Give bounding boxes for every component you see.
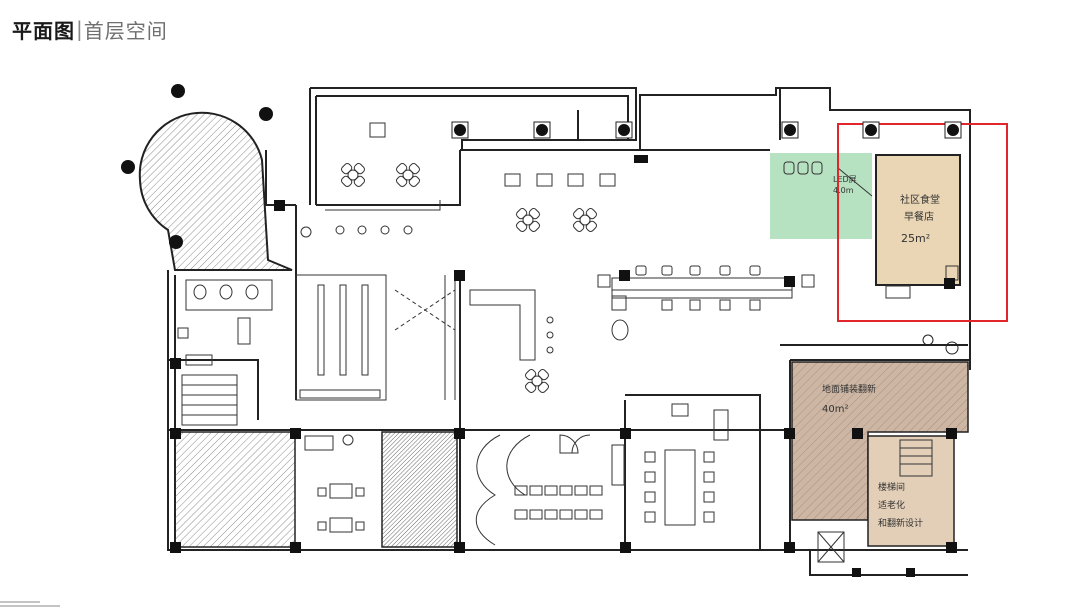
column-icon bbox=[784, 542, 795, 553]
hatched-room-sw bbox=[174, 431, 296, 548]
column-icon bbox=[169, 235, 183, 249]
led-screen-width: 4.0m bbox=[833, 186, 854, 195]
canteen-name: 社区食堂 bbox=[900, 193, 940, 206]
storage-shelves bbox=[295, 274, 387, 401]
structural-columns bbox=[170, 200, 957, 577]
canteen-fill bbox=[875, 154, 961, 286]
toilet-icon bbox=[219, 284, 233, 300]
column-icon bbox=[852, 568, 861, 577]
led-screen-label: LED屏 bbox=[833, 175, 857, 184]
footer-mark bbox=[0, 601, 60, 607]
canteen-zone: 社区食堂 早餐店 25m² bbox=[875, 154, 961, 299]
column-icon bbox=[944, 278, 955, 289]
central-stair bbox=[394, 275, 554, 400]
stair-note2: 和翻新设计 bbox=[878, 517, 923, 529]
column-icon bbox=[274, 200, 285, 211]
column-icon bbox=[259, 107, 273, 121]
canteen-subname: 早餐店 bbox=[904, 210, 934, 223]
stair-zone: 楼梯间 适老化 和翻新设计 bbox=[867, 435, 955, 547]
column-icon bbox=[454, 428, 465, 439]
column-icon bbox=[170, 542, 181, 553]
column-icon bbox=[454, 270, 465, 281]
column-icon bbox=[620, 428, 631, 439]
led-screen-zone: LED屏 4.0m bbox=[770, 153, 873, 239]
canteen-area: 25m² bbox=[901, 232, 930, 245]
column-icon bbox=[170, 358, 181, 369]
column-icon bbox=[906, 568, 915, 577]
column-icon bbox=[784, 276, 795, 287]
elevator bbox=[817, 531, 845, 563]
flooring-label: 地面铺装翻新 bbox=[822, 383, 876, 395]
rotunda bbox=[121, 84, 293, 271]
column-icon bbox=[290, 428, 301, 439]
hatched-room-s bbox=[381, 431, 458, 548]
column-icon bbox=[290, 542, 301, 553]
column-icon bbox=[619, 270, 630, 281]
column-icon bbox=[620, 542, 631, 553]
toilet-icon bbox=[245, 284, 259, 300]
column-icon bbox=[946, 542, 957, 553]
led-screen-fill bbox=[770, 153, 872, 239]
stair-note1: 适老化 bbox=[878, 499, 905, 511]
classroom bbox=[475, 434, 603, 546]
column-icon bbox=[170, 428, 181, 439]
upper-lounge bbox=[300, 122, 616, 395]
office bbox=[304, 434, 365, 533]
flooring-zone: 地面铺装翻新 40m² bbox=[791, 361, 969, 521]
page-title: 平面图 bbox=[12, 18, 75, 43]
page-header: 平面图 | 首层空间 bbox=[12, 14, 168, 44]
stair-fill bbox=[867, 435, 955, 547]
highlight-frame bbox=[837, 123, 1008, 322]
page-subtitle: 首层空间 bbox=[83, 18, 168, 43]
column-icon bbox=[121, 160, 135, 174]
column-icon bbox=[852, 428, 863, 439]
bar-counter bbox=[597, 265, 815, 341]
meeting-room bbox=[611, 403, 729, 526]
column-icon bbox=[784, 428, 795, 439]
stair-label: 楼梯间 bbox=[878, 481, 905, 493]
flooring-area: 40m² bbox=[822, 404, 848, 415]
top-columns bbox=[451, 121, 962, 163]
column-icon bbox=[946, 428, 957, 439]
column-icon bbox=[454, 542, 465, 553]
toilet-icon bbox=[193, 284, 207, 300]
wheelchair-icon bbox=[922, 334, 959, 355]
restrooms bbox=[177, 279, 273, 426]
title-separator: | bbox=[76, 17, 83, 41]
column-icon bbox=[171, 84, 185, 98]
